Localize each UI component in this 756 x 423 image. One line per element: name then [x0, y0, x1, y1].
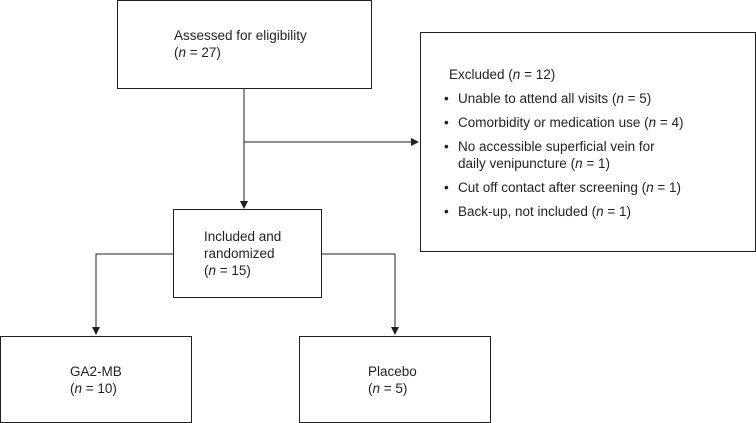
excluded-reason-item: •Comorbidity or medication use (n = 4): [444, 115, 684, 130]
randomized-box: [173, 209, 322, 298]
excluded-reasons: •Unable to attend all visits (n = 5) •Co…: [444, 90, 684, 227]
randomized-count: (n = 15): [204, 263, 251, 278]
arrow-to-placebo: [321, 253, 399, 335]
placebo-count: (n = 5): [368, 381, 408, 396]
ga2mb-label: GA2-MB (n = 10): [70, 363, 122, 397]
excluded-reason-item: •Unable to attend all visits (n = 5): [444, 91, 652, 106]
placebo-title: Placebo: [368, 364, 417, 379]
excluded-reason-item: •Cut off contact after screening (n = 1): [444, 180, 682, 195]
ga2mb-box: [0, 336, 192, 423]
arrow-to-ga2mb: [92, 253, 174, 335]
assessed-box: [117, 0, 372, 89]
excluded-box: [420, 32, 756, 252]
randomized-line1: Included and: [204, 229, 282, 244]
assessed-title: Assessed for eligibility: [174, 28, 307, 43]
placebo-label: Placebo (n = 5): [368, 363, 417, 397]
ga2mb-count: (n = 10): [70, 381, 117, 396]
assessed-count: (n = 27): [174, 45, 221, 60]
ga2mb-title: GA2-MB: [70, 364, 122, 379]
assessed-label: Assessed for eligibility (n = 27): [174, 27, 307, 61]
randomized-label: Included and randomized (n = 15): [204, 228, 281, 279]
excluded-title: Excluded (n = 12): [449, 67, 556, 82]
randomized-line2: randomized: [204, 246, 275, 261]
placebo-box: [299, 336, 491, 423]
excluded-reason-item: •Back-up, not included (n = 1): [444, 204, 632, 219]
